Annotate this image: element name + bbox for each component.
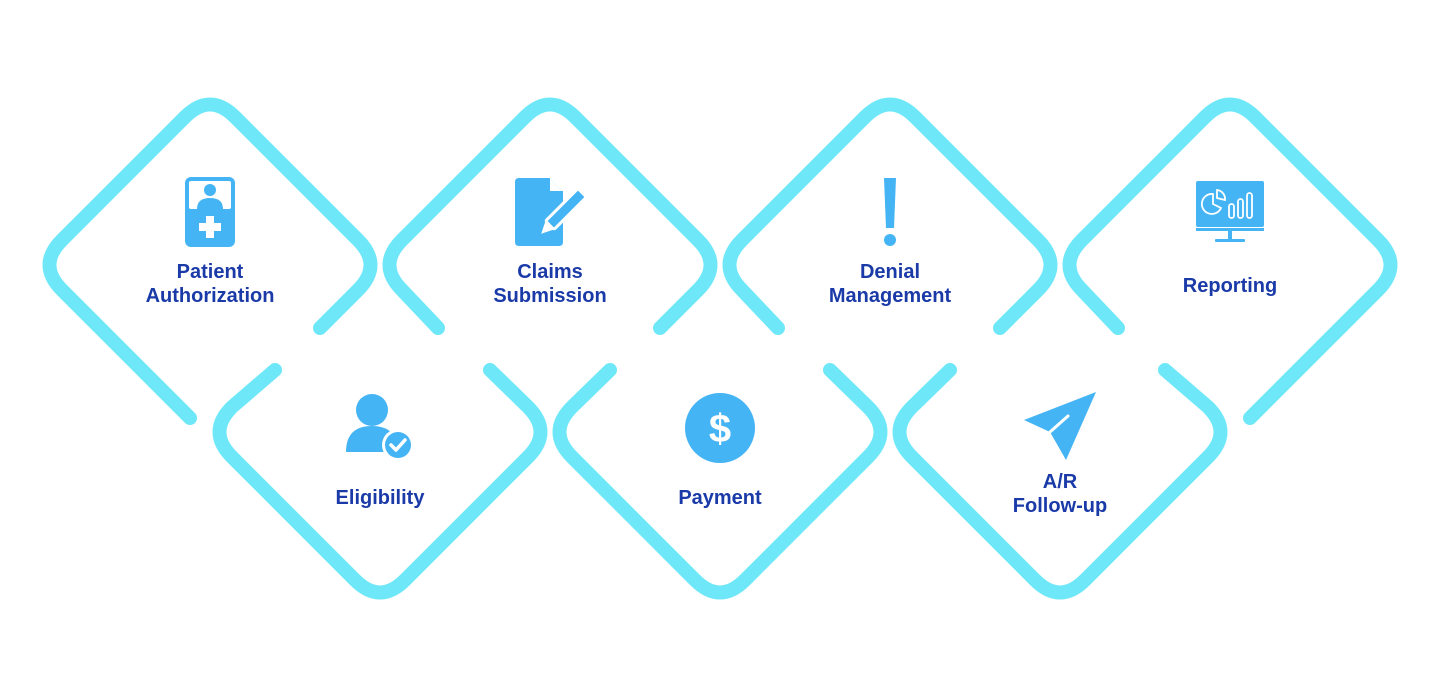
document-edit-icon <box>515 178 587 246</box>
exclamation-icon <box>884 178 896 246</box>
step-ar-follow-up: A/R Follow-up <box>940 390 1180 518</box>
step-label-line1: Reporting <box>1182 275 1278 297</box>
dollar-circle-icon: $ <box>685 393 755 463</box>
step-reporting: Reporting <box>1110 180 1350 298</box>
step-label-line2: Follow-up <box>1012 495 1108 517</box>
step-patient-authorization: Patient Authorization <box>90 176 330 308</box>
user-check-icon <box>346 394 414 461</box>
diamond-reporting <box>1062 97 1398 425</box>
step-label-line1: Denial <box>859 261 921 283</box>
monitor-chart-icon <box>1196 181 1264 242</box>
svg-text:$: $ <box>709 407 731 451</box>
step-label-line1: Payment <box>678 487 762 509</box>
diamond-claims-submission <box>382 97 718 335</box>
step-label-line2: Submission <box>493 285 607 307</box>
paper-plane-icon <box>1024 392 1096 460</box>
step-label-line1: Patient <box>176 261 244 283</box>
diamond-patient-authorization <box>42 97 378 425</box>
step-claims-submission: Claims Submission <box>430 176 670 308</box>
step-label-line1: Eligibility <box>335 487 425 509</box>
step-label-line2: Authorization <box>145 285 275 307</box>
step-eligibility: Eligibility <box>260 392 500 510</box>
step-denial-management: Denial Management <box>770 176 1010 308</box>
diamond-eligibility <box>212 363 548 600</box>
step-label-line1: A/R <box>1042 471 1078 493</box>
step-payment: $ Payment <box>600 392 840 510</box>
patient-id-card-icon <box>185 177 235 247</box>
step-label-line2: Management <box>828 285 952 307</box>
diamond-payment <box>552 363 888 600</box>
diamond-ar-follow-up <box>892 363 1228 600</box>
step-label-line1: Claims <box>517 261 583 283</box>
diamond-denial-management <box>722 97 1058 335</box>
